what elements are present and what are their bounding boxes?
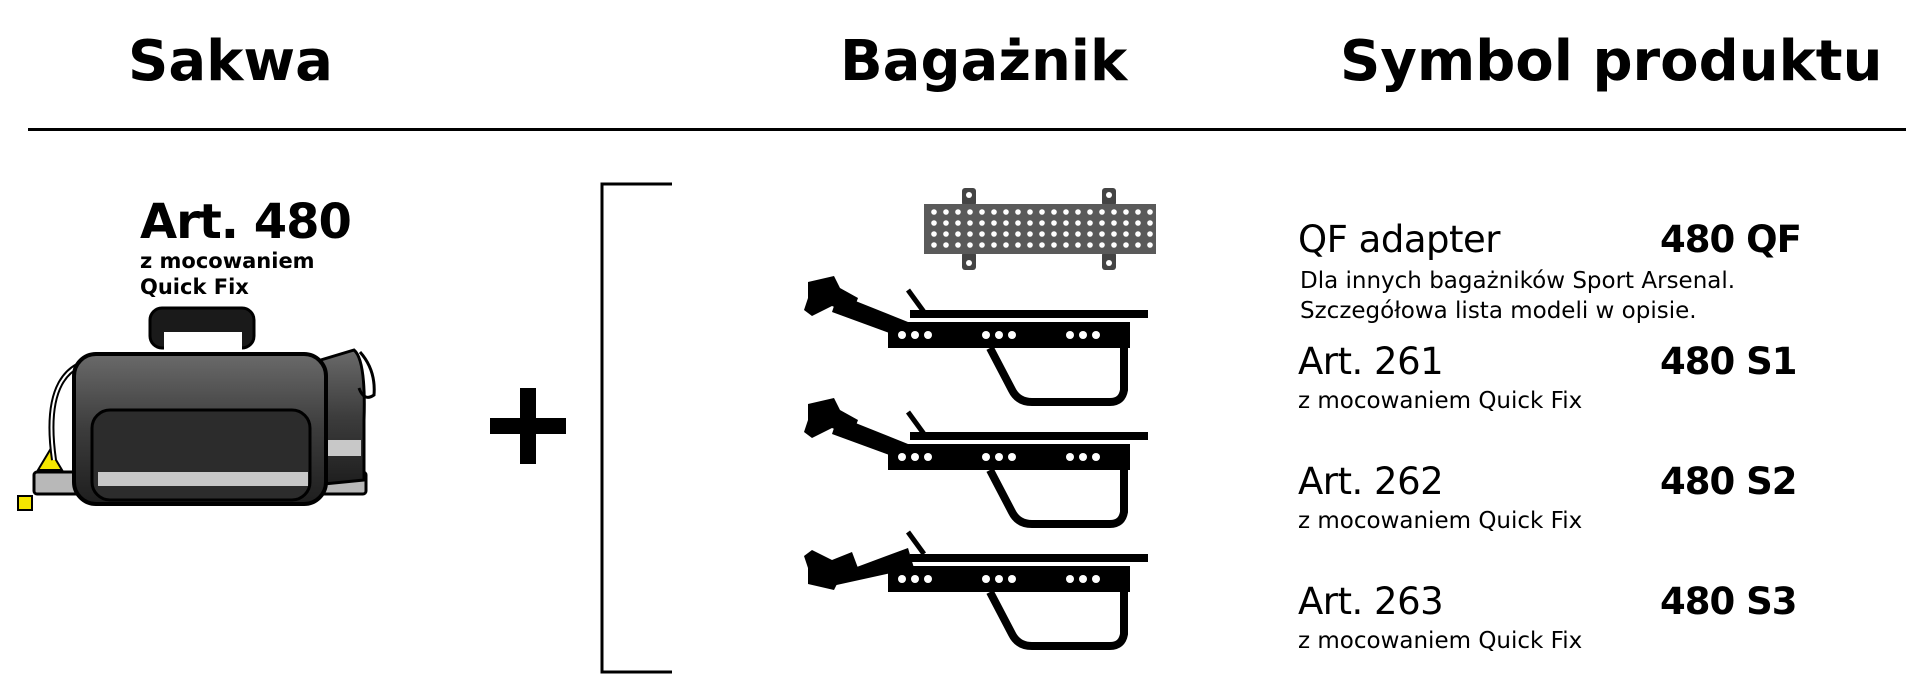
bike-rack-icon [804,276,1148,406]
bag-product-subtitle-line2: Quick Fix [140,275,249,299]
bike-rack-icon [804,398,1148,528]
header-product-symbol: Symbol produktu [1340,29,1883,94]
bracket-icon [600,182,672,674]
qf-adapter-plate-icon [924,188,1156,270]
product-name-qf-adapter: QF adapter [1298,218,1500,261]
bike-rack-icon [804,530,1148,650]
product-name-art-261: Art. 261 [1298,340,1444,383]
product-code-480-s2: 480 S2 [1660,460,1798,503]
product-name-art-262: Art. 262 [1298,460,1444,503]
qf-description-line1: Dla innych bagażników Sport Arsenal. [1300,268,1736,294]
bag-icon [17,306,376,511]
header-bag: Sakwa [128,29,333,94]
product-description-art-262: z mocowaniem Quick Fix [1298,508,1583,534]
bag-product-title: Art. 480 [140,194,352,250]
product-name-art-263: Art. 263 [1298,580,1444,623]
product-description-art-263: z mocowaniem Quick Fix [1298,628,1583,654]
product-description-art-261: z mocowaniem Quick Fix [1298,388,1583,414]
plus-icon [490,388,566,464]
bag-product-subtitle-line1: z mocowaniem [140,249,315,273]
product-code-480-s1: 480 S1 [1660,340,1798,383]
header-divider [28,128,1906,131]
product-code-qf-adapter: 480 QF [1660,218,1802,261]
header-rack: Bagażnik [840,29,1128,94]
qf-description-line2: Szczegółowa lista modeli w opisie. [1300,298,1697,324]
product-code-480-s3: 480 S3 [1660,580,1798,623]
product-description-qf-adapter: Dla innych bagażników Sport Arsenal. Szc… [1300,266,1735,326]
bag-product-subtitle: z mocowaniem Quick Fix [140,248,315,300]
